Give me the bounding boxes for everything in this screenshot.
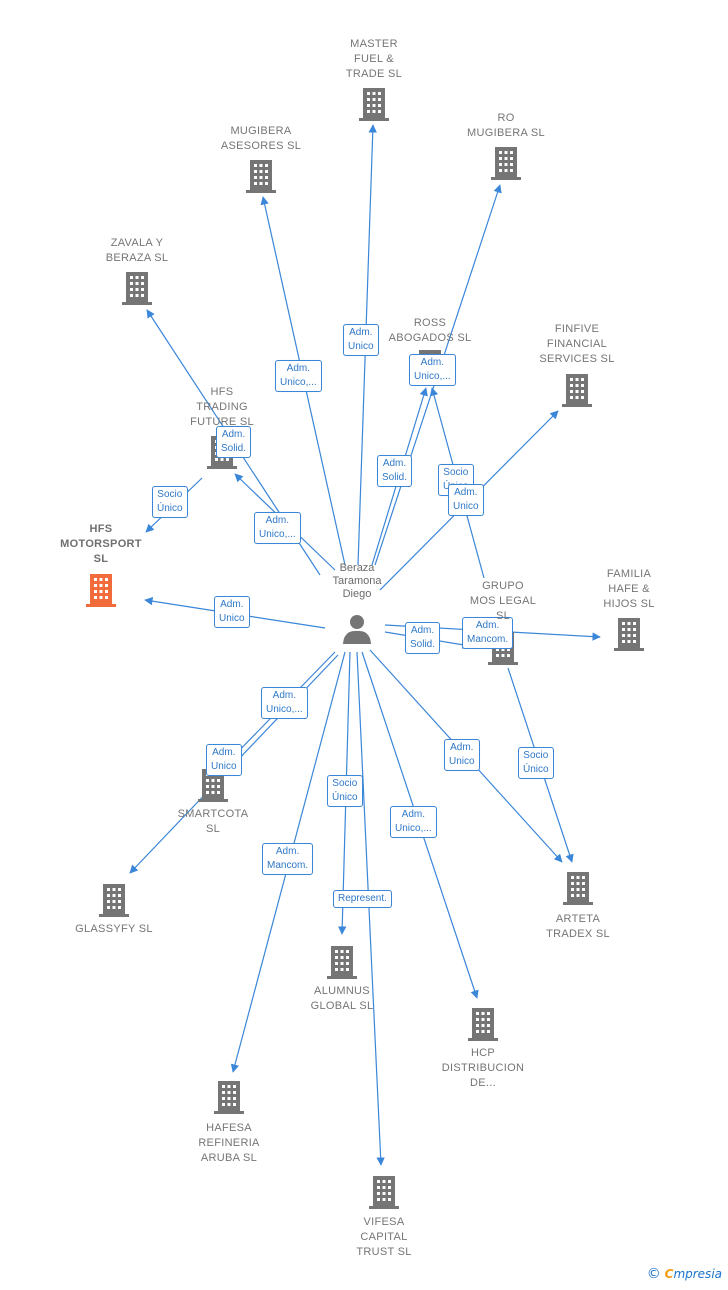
company-label-glassyfy[interactable]: GLASSYFY SL xyxy=(75,923,153,935)
company-label-grupo[interactable]: GRUPO MOS LEGAL SL xyxy=(469,580,537,622)
building-icon-mugibera[interactable] xyxy=(246,160,276,193)
building-icon-hfsm[interactable] xyxy=(86,574,116,607)
company-label-ro[interactable]: RO MUGIBERA SL xyxy=(467,112,545,139)
company-label-arteta[interactable]: ARTETA TRADEX SL xyxy=(546,913,610,940)
relation-label-vifesa[interactable]: Represent. xyxy=(333,890,392,908)
company-label-hcp[interactable]: HCP DISTRIBUCION DE... xyxy=(441,1047,525,1089)
building-icon-hcp[interactable] xyxy=(468,1008,498,1041)
company-label-hafesa[interactable]: HAFESA REFINERIA ARUBA SL xyxy=(198,1122,260,1164)
relation-label-arteta[interactable]: Adm. Unico xyxy=(444,739,480,771)
brand-initial: C xyxy=(664,1267,674,1281)
building-icon-glassyfy[interactable] xyxy=(99,884,129,917)
building-icon-master[interactable] xyxy=(359,88,389,121)
building-icon-finfive[interactable] xyxy=(562,374,592,407)
company-label-hfst[interactable]: HFS TRADING FUTURE SL xyxy=(190,386,254,428)
person-icon[interactable] xyxy=(343,615,371,644)
relation-label-hfsm[interactable]: Adm. Unico xyxy=(214,596,250,628)
company-label-hfsm[interactable]: HFS MOTORSPORT SL xyxy=(60,523,142,565)
relation-label-arteta[interactable]: Socio Único xyxy=(518,747,554,779)
relation-label-mugibera[interactable]: Adm. Unico,... xyxy=(275,360,322,392)
company-label-ross[interactable]: ROSS ABOGADOS SL xyxy=(388,317,472,344)
copyright-symbol: © xyxy=(646,1266,661,1282)
relation-label-hfsm[interactable]: Socio Único xyxy=(152,486,188,518)
relation-label-ro[interactable]: Adm. Unico,... xyxy=(409,354,456,386)
company-label-mugibera[interactable]: MUGIBERA ASESORES SL xyxy=(220,125,302,152)
company-label-alumnus[interactable]: ALUMNUS GLOBAL SL xyxy=(310,985,374,1012)
relation-label-hfst[interactable]: Adm. Unico,... xyxy=(254,512,301,544)
building-icon-zavala[interactable] xyxy=(122,272,152,305)
building-icon-vifesa[interactable] xyxy=(369,1176,399,1209)
relation-label-alumnus[interactable]: Socio Único xyxy=(327,775,363,807)
relation-label-zavala[interactable]: Adm. Solid. xyxy=(216,426,252,458)
building-icon-familia[interactable] xyxy=(614,618,644,651)
edge-center-vifesa xyxy=(356,651,385,1166)
building-icon-ro[interactable] xyxy=(491,147,521,180)
company-label-familia[interactable]: FAMILIA HAFE & HIJOS SL xyxy=(603,568,655,610)
relation-label-familia[interactable]: Adm. Mancom. xyxy=(462,617,514,649)
building-icon-hafesa[interactable] xyxy=(214,1081,244,1114)
relation-label-hafesa[interactable]: Adm. Mancom. xyxy=(262,843,314,875)
relation-label-glassyfy[interactable]: Adm. Unico xyxy=(206,744,242,776)
relation-label-smartcota[interactable]: Adm. Unico,... xyxy=(261,687,308,719)
company-label-zavala[interactable]: ZAVALA Y BERAZA SL xyxy=(105,237,169,264)
relation-label-master[interactable]: Adm. Unico xyxy=(343,324,379,356)
company-label-master[interactable]: MASTER FUEL & TRADE SL xyxy=(345,38,403,80)
empresia-logo: © Cmpresia xyxy=(647,1266,722,1282)
building-icon-arteta[interactable] xyxy=(563,872,593,905)
company-label-vifesa[interactable]: VIFESA CAPITAL TRUST SL xyxy=(356,1216,412,1258)
relation-label-hcp[interactable]: Adm. Unico,... xyxy=(390,806,437,838)
person-label[interactable]: Beraza Taramona Diego xyxy=(332,562,382,600)
company-label-finfive[interactable]: FINFIVE FINANCIAL SERVICES SL xyxy=(539,323,615,365)
company-label-smartcota[interactable]: SMARTCOTA SL xyxy=(177,808,249,835)
relation-label-grupo[interactable]: Adm. Solid. xyxy=(405,622,441,654)
relation-label-finfive[interactable]: Adm. Unico xyxy=(448,484,484,516)
brand-name: mpresia xyxy=(673,1267,722,1281)
relation-label-ross[interactable]: Adm. Solid. xyxy=(377,455,413,487)
building-icon-alumnus[interactable] xyxy=(327,946,357,979)
